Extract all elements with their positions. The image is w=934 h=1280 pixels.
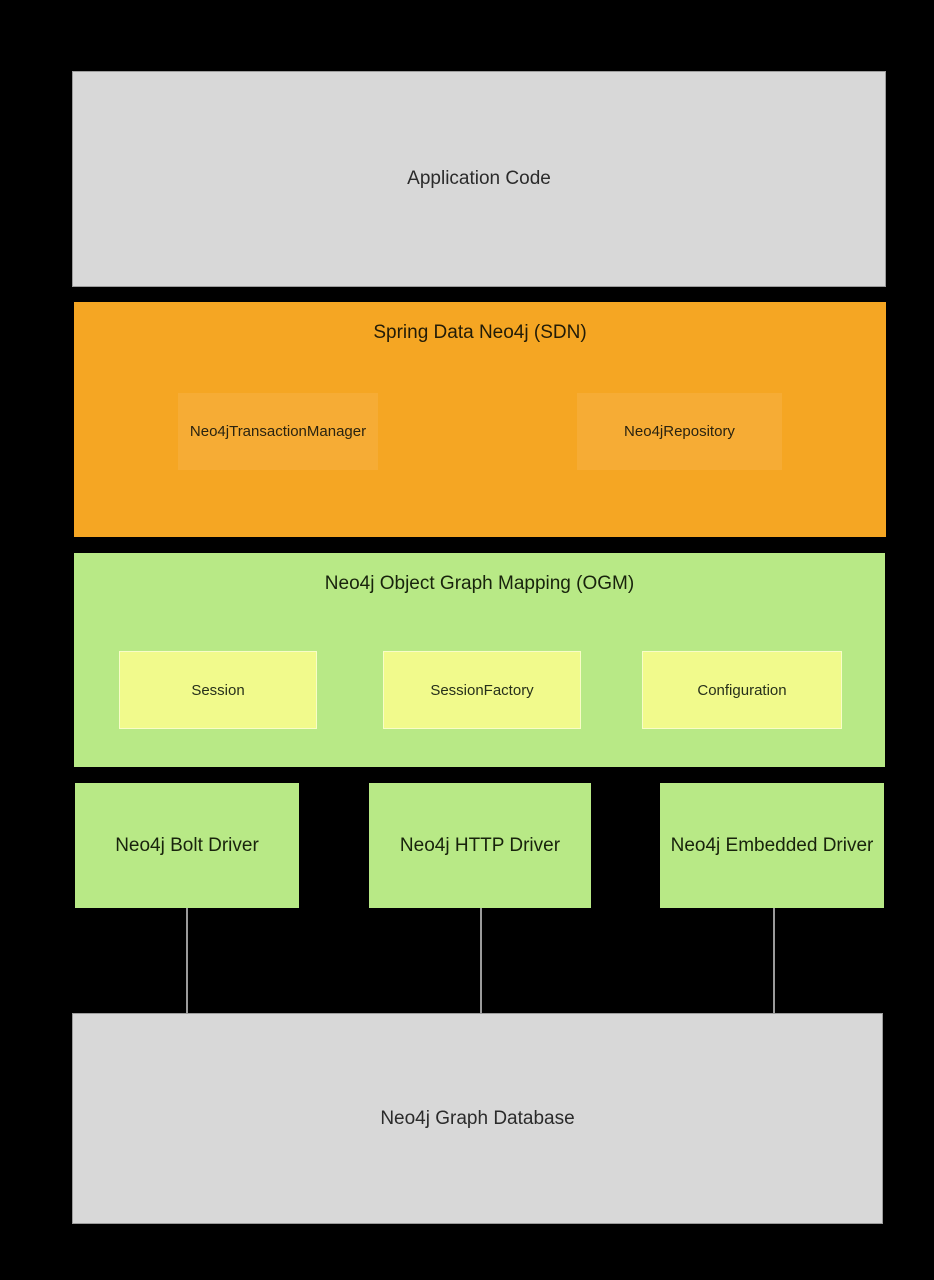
neo4j-http-driver-box: Neo4j HTTP Driver bbox=[369, 783, 591, 908]
sdn-layer-title: Spring Data Neo4j (SDN) bbox=[373, 322, 587, 343]
neo4j-graph-database-label: Neo4j Graph Database bbox=[380, 1107, 575, 1129]
bolt-driver-connector-line bbox=[186, 908, 188, 1013]
configuration-label: Configuration bbox=[697, 681, 787, 699]
spring-data-neo4j-layer: Spring Data Neo4j (SDN) Neo4jTransaction… bbox=[74, 302, 886, 537]
neo4j-bolt-driver-box: Neo4j Bolt Driver bbox=[75, 783, 299, 908]
neo4j-transaction-manager-label: Neo4jTransactionManager bbox=[189, 423, 367, 440]
neo4j-repository-box: Neo4jRepository bbox=[577, 393, 782, 470]
neo4j-ogm-layer: Neo4j Object Graph Mapping (OGM) Session… bbox=[74, 553, 885, 767]
neo4j-bolt-driver-label: Neo4j Bolt Driver bbox=[115, 834, 259, 856]
neo4j-embedded-driver-label: Neo4j Embedded Driver bbox=[670, 834, 874, 856]
application-code-label: Application Code bbox=[407, 168, 551, 189]
neo4j-graph-database-layer: Neo4j Graph Database bbox=[72, 1013, 883, 1224]
application-code-layer: Application Code bbox=[72, 71, 886, 287]
configuration-box: Configuration bbox=[642, 651, 842, 729]
http-driver-connector-line bbox=[480, 908, 482, 1013]
neo4j-repository-label: Neo4jRepository bbox=[624, 423, 735, 440]
embedded-driver-connector-line bbox=[773, 908, 775, 1013]
session-factory-label: SessionFactory bbox=[430, 681, 534, 699]
neo4j-embedded-driver-box: Neo4j Embedded Driver bbox=[660, 783, 884, 908]
ogm-layer-title: Neo4j Object Graph Mapping (OGM) bbox=[324, 573, 635, 594]
neo4j-http-driver-label: Neo4j HTTP Driver bbox=[399, 834, 561, 856]
neo4j-transaction-manager-box: Neo4jTransactionManager bbox=[178, 393, 378, 470]
session-factory-box: SessionFactory bbox=[383, 651, 581, 729]
session-box: Session bbox=[119, 651, 317, 729]
session-label: Session bbox=[191, 681, 245, 699]
